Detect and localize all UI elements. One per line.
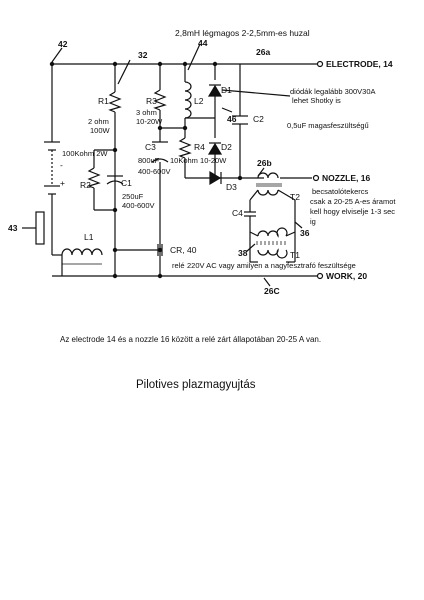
diode-d3: [209, 170, 222, 186]
diode-note-1: diódák legalább 300V30A: [290, 87, 376, 96]
label-d3: D3: [226, 182, 237, 192]
relay-cr: [157, 244, 163, 256]
label-c3: C3: [145, 142, 156, 152]
resistor-r2: [87, 167, 101, 189]
label-c1: C1: [121, 178, 132, 188]
switch-43: [35, 211, 45, 245]
label-r3: R3: [146, 96, 157, 106]
label-46: 46: [227, 114, 237, 124]
label-32: 32: [138, 50, 148, 60]
c2-note: 0,5uF magasfeszültségű: [287, 121, 369, 130]
label-38: 38: [238, 248, 248, 258]
label-electrode: ELECTRODE, 14: [326, 59, 393, 69]
inductor-l1: [61, 248, 103, 256]
supply-note: 220V AC vagy amilyen a nagyfesztrafó fes…: [187, 261, 356, 270]
label-r2: R2: [80, 180, 91, 190]
label-cr: CR, 40: [170, 245, 197, 255]
page-title: Pilotives plazmagyujtás: [136, 379, 256, 391]
coupler-note-1: becsatolótekercs: [312, 187, 369, 196]
label-c1-volt: 400-600V: [122, 201, 155, 210]
coupler-note-4: ig: [310, 217, 316, 226]
coupler-note-3: kell hogy elviselje 1-3 sec: [310, 207, 395, 216]
label-d2: D2: [221, 142, 232, 152]
label-nozzle: NOZZLE, 16: [322, 173, 370, 183]
resistor-r1: [108, 91, 122, 113]
label-l2: L2: [194, 96, 204, 106]
label-work: WORK, 20: [326, 271, 367, 281]
label-d1: D1: [221, 85, 232, 95]
circuit-caption: Az electrode 14 és a nozzle 16 között a …: [60, 335, 322, 344]
label-plus-top: -: [60, 160, 63, 170]
label-36: 36: [300, 228, 310, 238]
label-c3-volt: 400-600V: [138, 167, 171, 176]
label-plus: +: [60, 178, 65, 188]
diode-note-2: lehet Shotky is: [292, 96, 341, 105]
terminals: [49, 60, 324, 280]
coupler-note-2: csak a 20-25 A-es áramot: [310, 197, 396, 206]
capacitor-c3: [151, 141, 169, 163]
label-44: 44: [198, 38, 208, 48]
label-42: 42: [58, 39, 68, 49]
label-l1-wire: 2,8mH légmagos 2-2,5mm-es huzal: [175, 28, 310, 38]
label-r1-ohm: 2 ohm: [88, 117, 109, 126]
capacitor-c4: [244, 211, 256, 232]
label-43: 43: [8, 223, 18, 233]
capacitor-c2: [232, 115, 248, 125]
label-c4: C4: [232, 208, 243, 218]
label-r3-ohm: 3 ohm: [136, 108, 157, 117]
label-c1-cap: 250uF: [122, 192, 144, 201]
diode-d2: [207, 142, 223, 155]
label-c3-cap: 800uF: [138, 156, 160, 165]
transformer-t1: [249, 227, 296, 259]
transformer-t2: [249, 172, 296, 201]
label-rele: relé: [172, 261, 185, 270]
circuit-schematic: 2,8mH légmagos 2-2,5mm-es huzal 44 42 32…: [8, 28, 396, 296]
label-r1: R1: [98, 96, 109, 106]
diode-d1: [207, 84, 223, 97]
label-26b: 26b: [257, 158, 272, 168]
label-26a: 26a: [256, 47, 270, 57]
battery: [44, 141, 60, 195]
label-r3-watt: 10-20W: [136, 117, 163, 126]
capacitor-c1: [106, 175, 124, 185]
label-r4: R4: [194, 142, 205, 152]
label-r2-val: 100Kohm 2W: [62, 149, 108, 158]
label-t2: T2: [290, 192, 300, 202]
resistor-r3: [153, 89, 167, 111]
inductor-l2: [184, 81, 192, 119]
label-26c: 26C: [264, 286, 280, 296]
resistor-r4: [178, 137, 192, 159]
label-c2: C2: [253, 114, 264, 124]
label-l1: L1: [84, 232, 94, 242]
label-r1-watt: 100W: [90, 126, 111, 135]
label-t1: T1: [290, 250, 300, 260]
label-r4-val: 10Kohm 10-20W: [170, 156, 227, 165]
